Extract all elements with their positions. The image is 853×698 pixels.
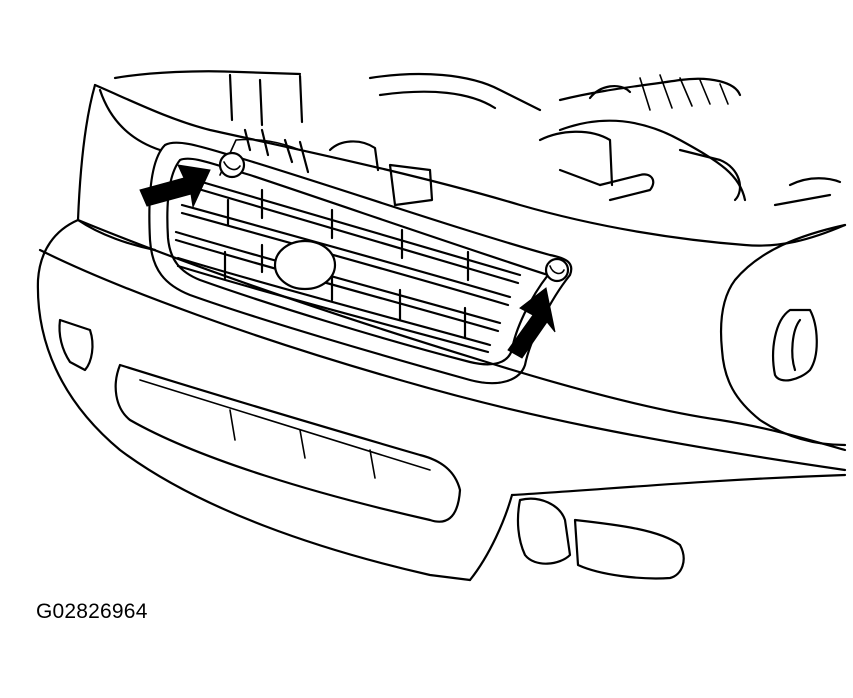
grille-clip-right [544,257,570,283]
hood-edge [93,83,847,247]
emblem [273,239,337,291]
radiator-grille [148,138,573,385]
front-bumper [36,218,847,582]
engine-compartment [98,70,842,207]
bumper-openings [58,318,685,580]
arrow-right-clip [507,287,556,359]
figure-id-label: G02826964 [36,600,148,623]
arrow-left-clip [139,164,211,209]
grille-clip-left [218,151,246,179]
right-headlamp [720,223,847,447]
